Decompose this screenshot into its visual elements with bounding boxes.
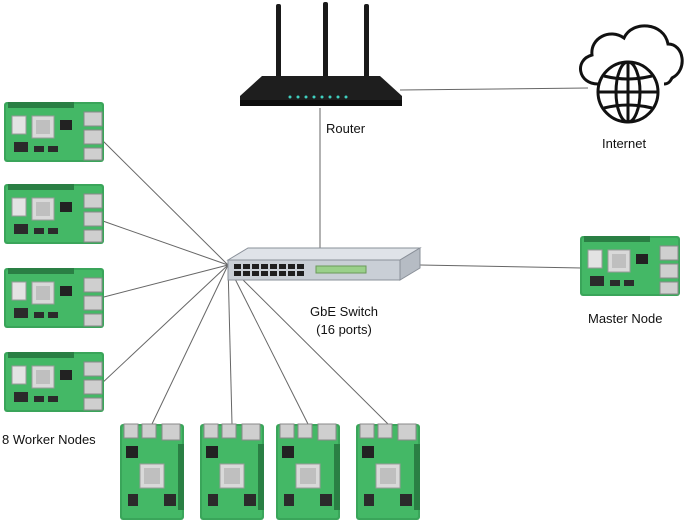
- worker-node-3: [3, 267, 105, 329]
- link-worker-1: [99, 137, 229, 266]
- cloud-globe-icon: [579, 24, 684, 124]
- switch-label-line2: (16 ports): [316, 322, 372, 337]
- worker-nodes-label: 8 Worker Nodes: [2, 432, 96, 447]
- worker-node-1: [3, 101, 105, 163]
- link-worker-6: [227, 264, 233, 425]
- link-worker-2: [99, 219, 229, 266]
- master-node-label: Master Node: [588, 311, 663, 326]
- worker-node-7: [275, 423, 341, 521]
- link-worker-4: [99, 264, 229, 386]
- worker-node-8: [355, 423, 421, 521]
- router-label: Router: [326, 121, 366, 136]
- worker-node-4: [3, 351, 105, 413]
- worker-node-5: [119, 423, 185, 521]
- link-worker-5: [151, 264, 229, 425]
- link-worker-8: [227, 264, 389, 425]
- wifi-router-icon: [240, 2, 402, 106]
- network-switch-icon: [226, 247, 422, 281]
- internet-label: Internet: [602, 136, 647, 151]
- link-switch-master: [419, 264, 583, 269]
- link-router-internet: [399, 87, 589, 91]
- link-worker-7: [227, 264, 309, 425]
- worker-node-2: [3, 183, 105, 245]
- network-links: [99, 87, 589, 425]
- switch-label-line1: GbE Switch: [310, 304, 378, 319]
- worker-node-6: [199, 423, 265, 521]
- master-node-board: [579, 235, 681, 297]
- link-worker-3: [99, 264, 229, 299]
